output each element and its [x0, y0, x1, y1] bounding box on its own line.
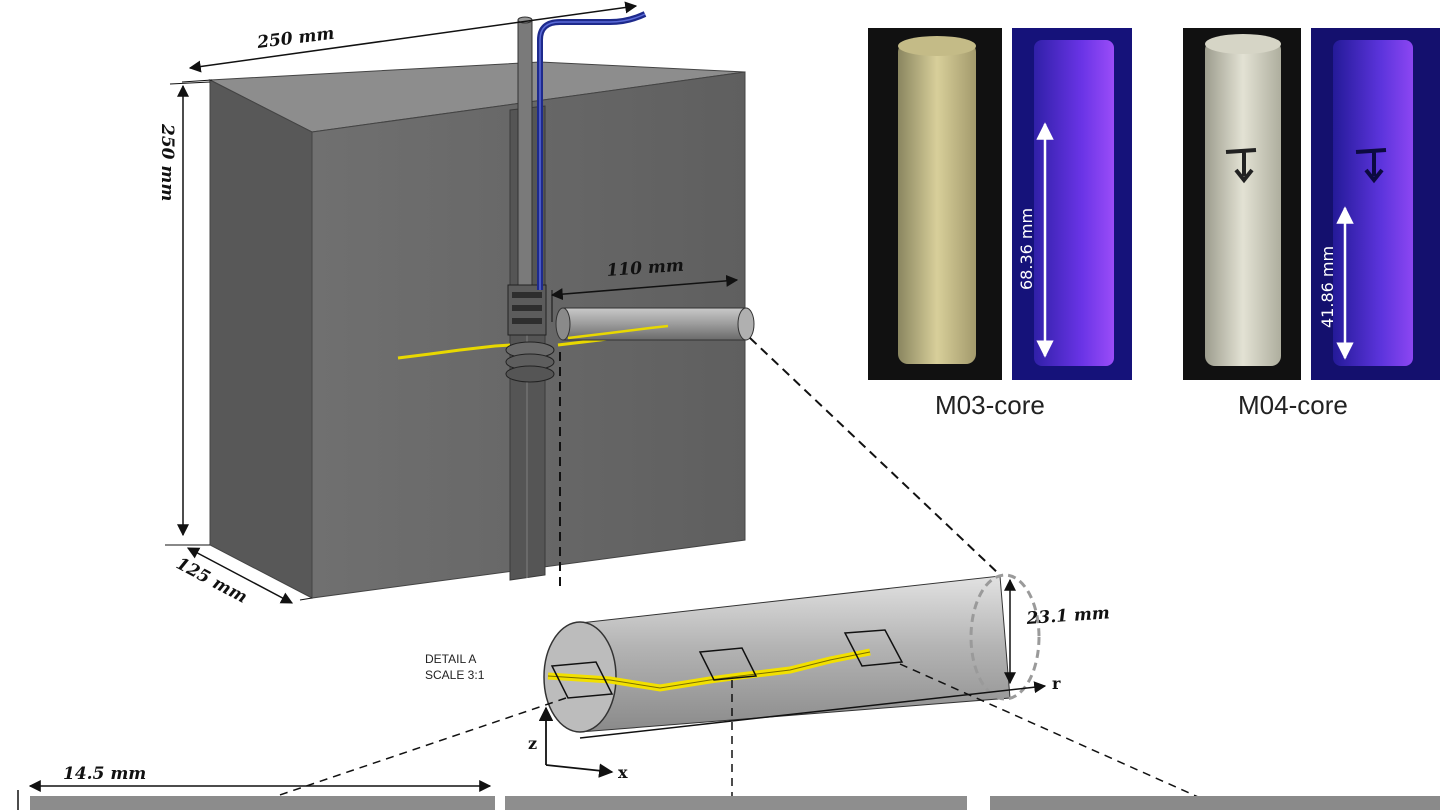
ct-slice-1	[30, 796, 495, 810]
photo-m03-visible	[868, 28, 1002, 380]
ct-slice-2	[505, 796, 967, 810]
dim-arrow-block-width	[188, 1, 638, 73]
slice-plane-3	[843, 629, 904, 667]
m04-length-label: 41.86 mm	[1318, 246, 1337, 328]
projection-line-slice1	[264, 697, 567, 801]
axis-x	[545, 763, 614, 778]
fracture-trace-block	[397, 343, 511, 360]
label-block-width: 250 mm	[255, 24, 335, 53]
block-left-face	[209, 79, 313, 599]
ct-slice-3	[990, 796, 1440, 810]
horizontal-tube	[555, 307, 755, 341]
label-block-height: 250 mm	[157, 123, 177, 201]
label-block-depth: 125 mm	[173, 554, 251, 608]
dim-arrow-block-depth	[186, 547, 294, 604]
m03-length-label: 68.36 mm	[1017, 208, 1036, 290]
slice-plane-1	[550, 661, 614, 699]
injection-rod	[505, 16, 555, 383]
label-core-diameter: 23.1 mm	[1025, 603, 1111, 629]
label-slice-width: 14.5 mm	[63, 764, 146, 784]
slice-plane-2	[698, 647, 758, 681]
m04-label: M04-core	[1238, 390, 1348, 420]
axis-r-label: r	[1052, 674, 1061, 693]
m03-label: M03-core	[935, 390, 1045, 420]
dim-arrow-tube-length	[550, 274, 739, 301]
axis-z-label: z	[528, 734, 537, 753]
photo-m03-uv: 68.36 mm	[1012, 28, 1132, 380]
axis-x-label: x	[618, 763, 628, 782]
detail-title: DETAIL A	[425, 652, 476, 666]
projection-line-right	[749, 337, 1001, 576]
detail-scale: SCALE 3:1	[425, 668, 485, 682]
detail-cylinder	[543, 573, 1041, 733]
photo-m04-visible	[1183, 28, 1301, 380]
photo-m04-uv: 41.86 mm	[1311, 28, 1440, 380]
